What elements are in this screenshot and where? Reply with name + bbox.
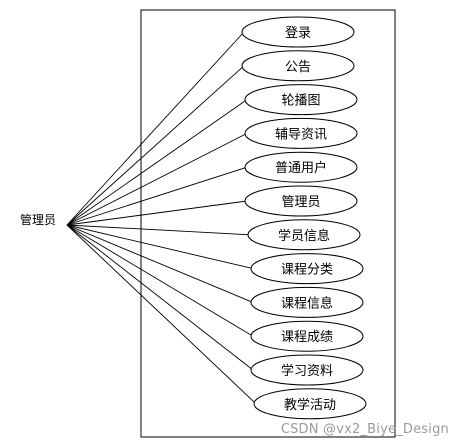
use-case-ellipse xyxy=(247,219,361,251)
use-case-label: 教学活动 xyxy=(284,397,336,413)
use-case-label: 学员信息 xyxy=(278,228,330,244)
association-line xyxy=(66,31,245,226)
use-case: 课程分类 xyxy=(250,253,364,285)
use-case-ellipse xyxy=(250,320,364,352)
use-case: 辅导资讯 xyxy=(244,117,358,149)
use-case: 课程信息 xyxy=(250,286,364,318)
use-case-ellipse xyxy=(241,16,355,48)
use-case-label: 课程成绩 xyxy=(281,330,333,345)
use-case: 学习资料 xyxy=(250,354,364,386)
use-case-ellipse xyxy=(250,354,364,386)
association-line xyxy=(66,224,251,236)
association-line xyxy=(66,132,248,226)
use-case-label: 登录 xyxy=(285,26,311,41)
association-line xyxy=(66,65,245,226)
system-boundary xyxy=(140,9,396,438)
use-case: 登录 xyxy=(241,16,355,48)
use-case-ellipse xyxy=(241,50,355,82)
use-case-label: 管理员 xyxy=(281,195,320,210)
watermark: CSDN @vx2_Biye_Design xyxy=(280,422,449,437)
use-case-label: 课程分类 xyxy=(281,263,333,278)
use-case-ellipse xyxy=(244,185,358,217)
association-line xyxy=(66,224,254,371)
use-case: 普通用户 xyxy=(244,151,358,183)
use-case: 公告 xyxy=(241,50,355,82)
use-case: 课程成绩 xyxy=(250,320,364,352)
association-line xyxy=(66,224,254,303)
association-line xyxy=(66,224,254,270)
use-case-label: 轮播图 xyxy=(281,94,320,109)
use-case-ellipse xyxy=(244,151,358,183)
use-case-label: 公告 xyxy=(285,60,311,75)
use-case: 学员信息 xyxy=(247,219,361,251)
use-case: 教学活动 xyxy=(253,388,367,420)
association-line xyxy=(66,166,248,226)
use-case-label: 学习资料 xyxy=(281,363,333,379)
use-case-label: 课程信息 xyxy=(281,295,333,311)
association-line xyxy=(66,200,248,226)
use-case-ellipse xyxy=(250,286,364,318)
use-case-label: 辅导资讯 xyxy=(275,127,327,142)
use-case-label: 普通用户 xyxy=(275,160,327,176)
use-case: 轮播图 xyxy=(244,84,358,116)
use-case-ellipse xyxy=(250,253,364,285)
actor-label: 管理员 xyxy=(20,212,56,227)
use-case-ellipse xyxy=(244,84,358,116)
association-line xyxy=(66,99,248,226)
association-line xyxy=(66,224,254,337)
associations xyxy=(66,31,257,405)
association-line xyxy=(66,224,257,405)
use-case: 管理员 xyxy=(244,185,358,217)
use-cases: 登录公告轮播图辅导资讯普通用户管理员学员信息课程分类课程信息课程成绩学习资料教学… xyxy=(241,16,367,420)
use-case-ellipse xyxy=(253,388,367,420)
use-case-ellipse xyxy=(244,117,358,149)
